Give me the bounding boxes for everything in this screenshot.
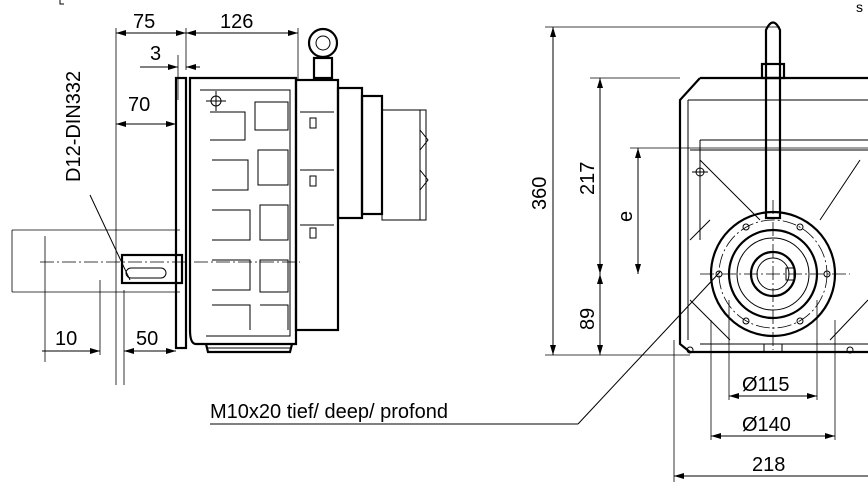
dim-10: 10 [55,328,77,350]
dim-e: e [615,211,637,222]
dim-dia-140: Ø140 [742,414,791,436]
thread-callout: M10x20 tief/ deep/ profond [210,401,448,423]
dim-50: 50 [136,328,158,350]
dim-126: 126 [220,11,253,33]
dim-dia-115: Ø115 [742,374,789,396]
corner-mark: s [856,0,863,15]
dim-217: 217 [577,162,599,195]
dim-218: 218 [752,454,785,476]
dim-3: 3 [150,43,161,65]
front-view: 360 217 89 e [529,0,868,482]
dim-75: 75 [133,11,155,33]
dim-70: 70 [128,94,150,116]
dim-89: 89 [577,308,599,330]
dim-360: 360 [529,177,551,210]
key-label: D12-DIN332 [63,71,85,182]
side-view: 75 126 3 70 D12-DIN332 [11,0,429,385]
